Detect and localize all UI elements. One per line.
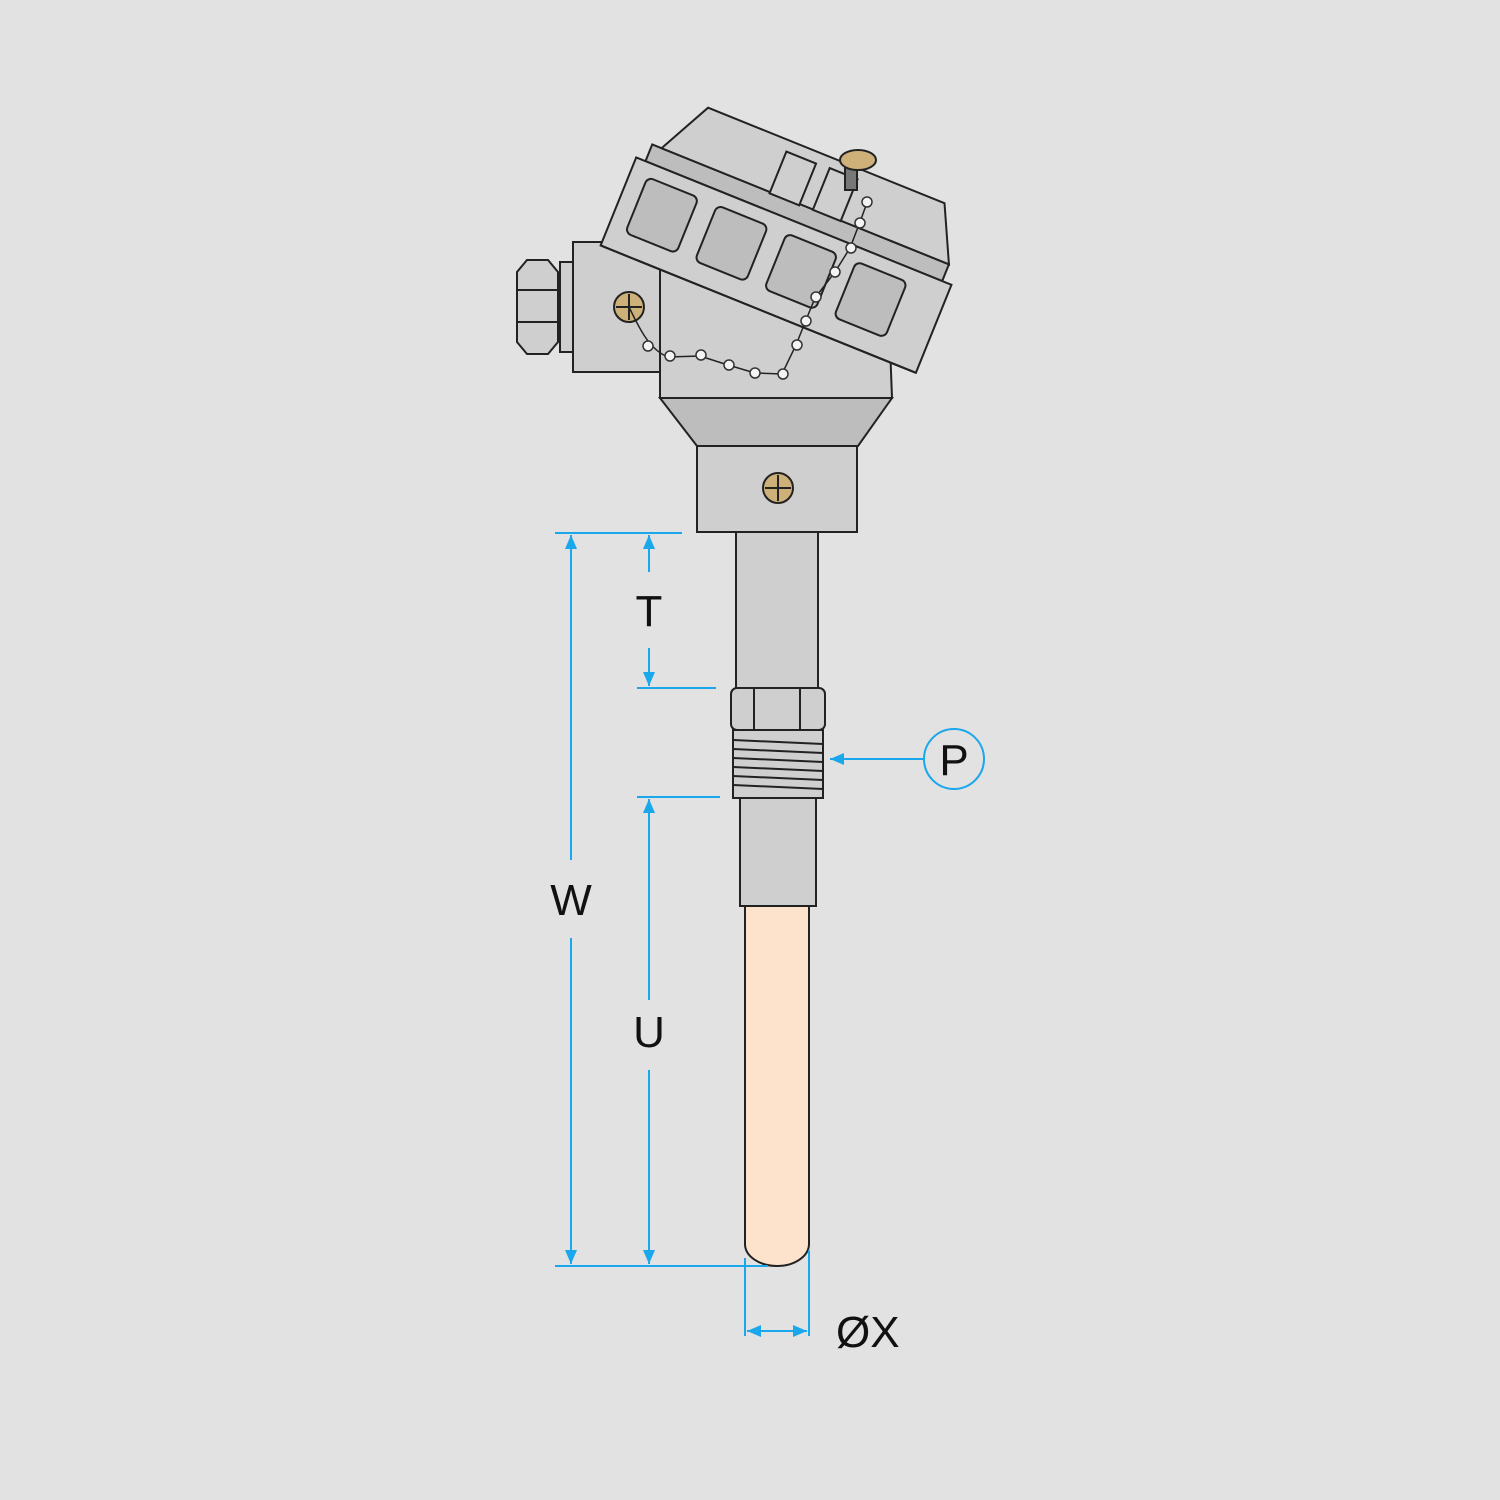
ceramic-tube (744, 905, 810, 1267)
label-p: P (939, 736, 968, 785)
bead-chain (628, 196, 873, 380)
lid-screw (839, 149, 877, 191)
label-u: U (633, 1008, 665, 1057)
cable-gland (516, 259, 577, 355)
callout-p-circle (923, 728, 985, 790)
hex-nipple (730, 687, 826, 731)
dimension-lines (555, 532, 985, 1337)
lagging-tube (735, 531, 819, 689)
label-w: W (550, 876, 592, 925)
head-neck (657, 397, 894, 447)
label-t: T (636, 587, 663, 636)
head-lid (599, 106, 953, 375)
sheath-tube (739, 797, 817, 907)
terminal-head (516, 106, 953, 533)
process-thread (732, 729, 824, 799)
label-x: ØX (836, 1308, 900, 1357)
collar-screw (762, 472, 794, 504)
lid-tab (768, 150, 818, 207)
